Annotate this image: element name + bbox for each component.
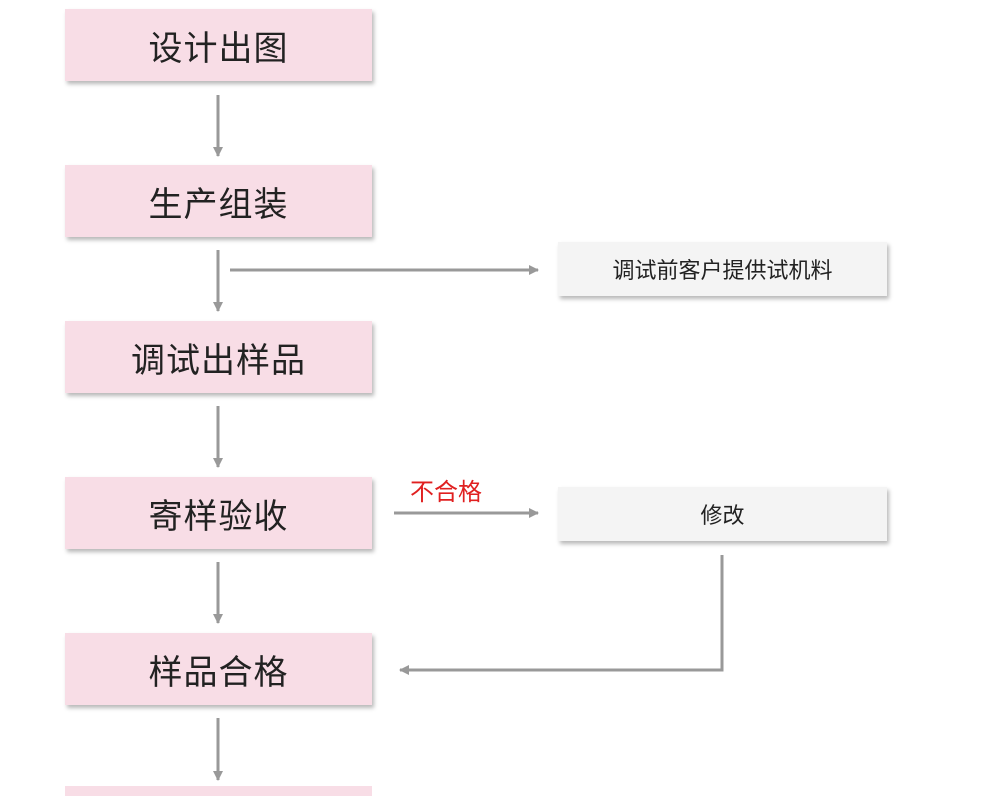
step-inspect: 寄样验收 (65, 477, 372, 549)
node-modify-label: 修改 (700, 504, 745, 529)
fail-label: 不合格 (410, 478, 482, 506)
step-next-partial (65, 786, 372, 796)
step-inspect-label: 寄样验收 (148, 496, 289, 537)
node-material: 调试前客户提供试机料 (558, 242, 887, 296)
step-debug: 调试出样品 (65, 321, 372, 393)
step-design-label: 设计出图 (148, 28, 289, 69)
step-qualified: 样品合格 (65, 633, 372, 705)
step-qualified-label: 样品合格 (148, 652, 289, 693)
step-debug-label: 调试出样品 (131, 340, 306, 381)
arrow-modify-to-qualified (399, 555, 724, 675)
step-assembly-label: 生产组装 (148, 184, 289, 225)
node-material-label: 调试前客户提供试机料 (612, 259, 833, 284)
step-assembly: 生产组装 (65, 165, 372, 237)
step-design: 设计出图 (65, 9, 372, 81)
node-modify: 修改 (558, 487, 887, 541)
